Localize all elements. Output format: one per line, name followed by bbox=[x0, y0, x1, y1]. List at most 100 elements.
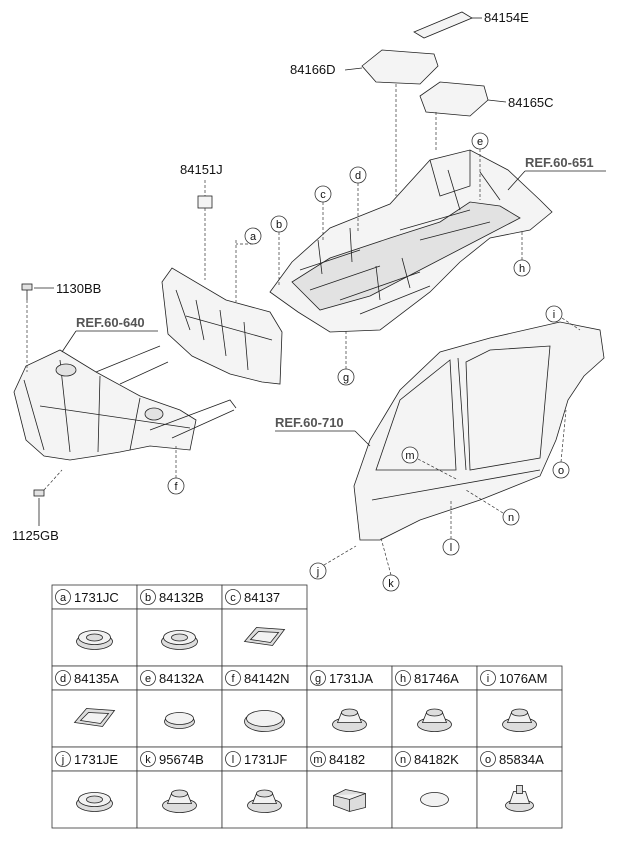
legend-part-number: 1731JA bbox=[329, 671, 373, 686]
pad-84151j bbox=[197, 195, 213, 209]
front-structure bbox=[13, 345, 237, 461]
callout-b: b bbox=[270, 215, 288, 286]
legend-part-icon bbox=[76, 630, 113, 650]
svg-text:e: e bbox=[477, 136, 483, 148]
legend-part-number: 81746A bbox=[414, 671, 459, 686]
legend-letter-circle bbox=[140, 589, 156, 605]
callout-o: o bbox=[552, 409, 570, 479]
label-84151j: 84151J bbox=[180, 162, 223, 177]
legend-cell-o: o 85834A bbox=[476, 746, 563, 829]
legend-part-number: 84182K bbox=[414, 752, 459, 767]
callout-d: d bbox=[349, 166, 367, 232]
callout-n: n bbox=[465, 489, 520, 526]
callout-e: e bbox=[471, 132, 489, 200]
legend-part-number: 95674B bbox=[159, 752, 204, 767]
label-1130bb: 1130BB bbox=[56, 281, 101, 296]
label-84166d: 84166D bbox=[290, 62, 336, 77]
callout-m: m bbox=[401, 446, 459, 481]
label-1125gb: 1125GB bbox=[12, 528, 59, 543]
legend-part-icon bbox=[243, 627, 286, 646]
svg-text:f: f bbox=[174, 481, 178, 493]
callout-l: l bbox=[442, 500, 460, 556]
svg-text:j: j bbox=[316, 566, 319, 578]
legend-part-icon bbox=[417, 708, 452, 732]
legend-letter-circle bbox=[225, 751, 241, 767]
pad-84166d bbox=[361, 49, 439, 196]
legend-letter-circle bbox=[140, 670, 156, 686]
legend-part-icon bbox=[162, 789, 197, 813]
legend-part-icon bbox=[244, 710, 285, 732]
legend-part-number: 84137 bbox=[244, 590, 280, 605]
dash-insulator bbox=[161, 240, 283, 385]
legend-letter: g bbox=[315, 673, 321, 685]
svg-text:c: c bbox=[320, 189, 326, 201]
legend-part-icon bbox=[505, 785, 534, 812]
legend-letter: c bbox=[230, 592, 236, 604]
legend-part-icon bbox=[73, 708, 116, 727]
side-body-panel bbox=[353, 321, 605, 541]
callout-h: h bbox=[513, 230, 531, 277]
legend-letter-circle bbox=[395, 670, 411, 686]
legend-letter: n bbox=[400, 754, 406, 766]
legend-part-icon bbox=[164, 712, 195, 729]
callout-k: k bbox=[380, 537, 400, 592]
pad-84154e bbox=[413, 11, 482, 39]
legend-cell-i: i 1076AM bbox=[476, 665, 563, 748]
legend-part-number: 1076AM bbox=[499, 671, 547, 686]
svg-text:n: n bbox=[508, 512, 514, 524]
legend-letter-circle bbox=[480, 670, 496, 686]
legend-letter-circle bbox=[395, 751, 411, 767]
legend-part-icon bbox=[247, 789, 282, 813]
legend-part-number: 84182 bbox=[329, 752, 365, 767]
svg-text:l: l bbox=[450, 542, 452, 554]
callout-a: a bbox=[236, 227, 262, 245]
legend-cell-m: m 84182 bbox=[306, 746, 393, 829]
svg-text:k: k bbox=[388, 578, 394, 590]
legend-letter-circle bbox=[55, 589, 71, 605]
ref-60-651: REF.60-651 bbox=[525, 155, 594, 170]
legend-part-icon bbox=[76, 792, 113, 812]
legend-part-number: 1731JE bbox=[74, 752, 118, 767]
legend-part-number: 85834A bbox=[499, 752, 544, 767]
svg-text:b: b bbox=[276, 219, 282, 231]
legend-letter: a bbox=[60, 592, 67, 604]
legend-cell-h: h 81746A bbox=[391, 665, 478, 748]
legend-letter-circle bbox=[225, 670, 241, 686]
svg-text:g: g bbox=[343, 372, 349, 384]
svg-text:m: m bbox=[405, 450, 414, 462]
bolt-1130bb bbox=[21, 283, 33, 372]
svg-text:d: d bbox=[355, 170, 361, 182]
callout-c: c bbox=[314, 185, 332, 240]
legend-part-number: 1731JF bbox=[244, 752, 287, 767]
callout-i: i bbox=[545, 305, 581, 331]
svg-text:a: a bbox=[250, 231, 257, 243]
legend-letter: m bbox=[313, 754, 322, 766]
callout-f: f bbox=[167, 446, 185, 495]
legend-letter: o bbox=[485, 754, 491, 766]
legend-part-number: 84132B bbox=[159, 590, 204, 605]
legend-part-icon bbox=[420, 792, 449, 807]
legend-letter: h bbox=[400, 673, 406, 685]
legend-letter-circle bbox=[310, 670, 326, 686]
ref-60-710: REF.60-710 bbox=[275, 415, 344, 430]
floor-pan bbox=[269, 149, 553, 333]
legend-letter-circle bbox=[55, 670, 71, 686]
svg-text:i: i bbox=[553, 309, 555, 321]
legend-cell-g: g 1731JA bbox=[306, 665, 393, 748]
legend-letter: i bbox=[487, 673, 489, 685]
callout-g: g bbox=[337, 330, 355, 386]
legend-letter-circle bbox=[55, 751, 71, 767]
legend-cell-n: n 84182K bbox=[391, 746, 478, 829]
legend-letter: f bbox=[231, 673, 235, 685]
legend-cell-c: c 84137 bbox=[221, 584, 308, 667]
legend-part-icon bbox=[161, 630, 198, 650]
